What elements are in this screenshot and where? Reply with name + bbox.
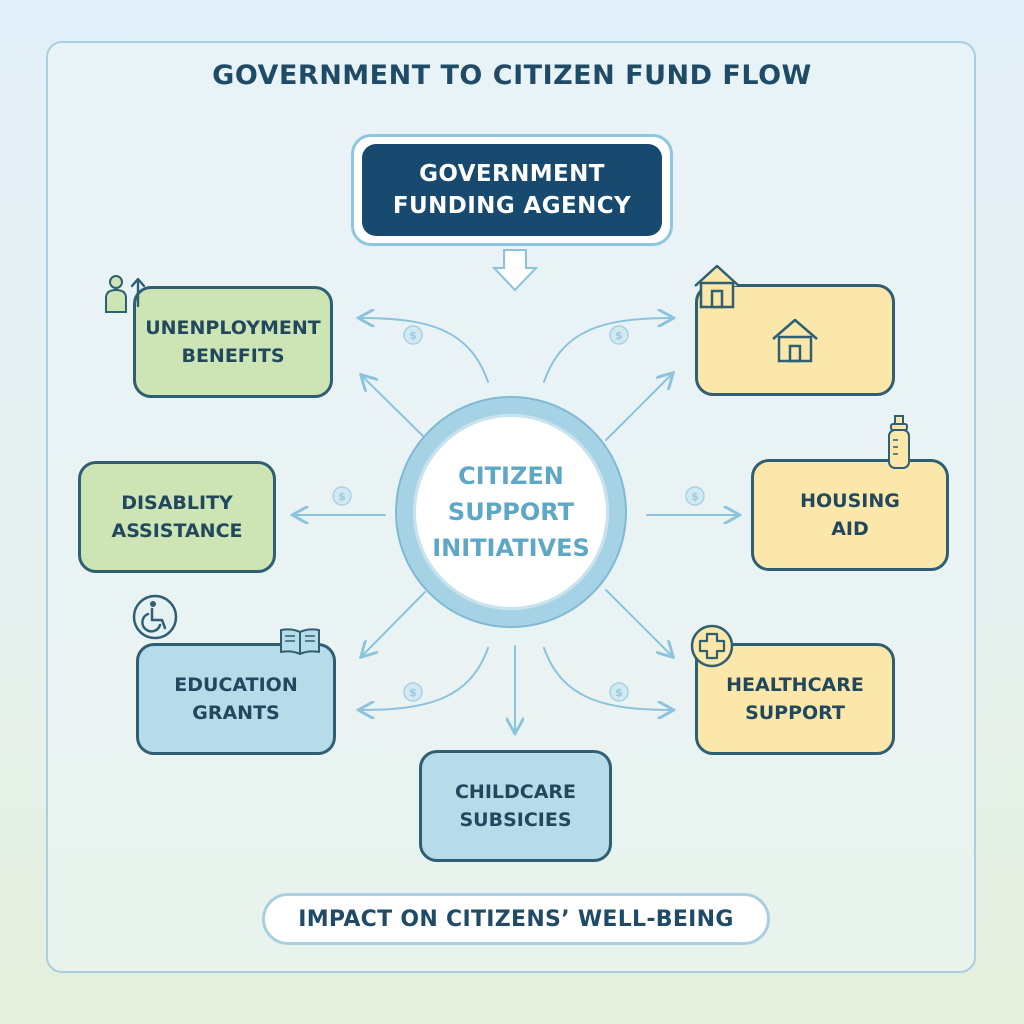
dollar-coin-icon: $ [332, 486, 352, 506]
node-disability-assistance: DISABLITY ASSISTANCE [78, 461, 276, 573]
house-icon [772, 318, 818, 363]
node-label-line1: CHILDCARE [454, 781, 577, 803]
government-funding-agency: GOVERNMENT FUNDING AGENCY [362, 144, 662, 236]
node-label-line2: ASSISTANCE [111, 520, 243, 542]
flow-line [362, 591, 426, 656]
svg-text:$: $ [338, 490, 346, 503]
house-icon [694, 264, 740, 309]
hub-label-line2: SUPPORT [447, 498, 575, 526]
node-education-grants: EDUCATION GRANTS [136, 643, 336, 755]
node-label-line1: HEALTHCARE [726, 674, 864, 696]
dollar-coin-icon: $ [403, 682, 423, 702]
node-label-line1: UNENPLOYMENT [145, 317, 321, 339]
node-label-line1: HOUSING [800, 490, 900, 512]
node-label-line2: GRANTS [192, 702, 280, 724]
dollar-coin-icon: $ [609, 682, 629, 702]
flow-line [543, 647, 672, 710]
flow-line [360, 318, 489, 383]
down-arrow-icon [491, 249, 539, 292]
flow-line [360, 647, 489, 710]
wheelchair-icon [132, 594, 178, 640]
hub-label-line1: CITIZEN [458, 462, 564, 490]
agency-label-line2: FUNDING AGENCY [392, 193, 632, 219]
citizen-support-hub: CITIZEN SUPPORT INITIATIVES [413, 414, 609, 610]
flow-line [605, 589, 672, 656]
node-label-line2: SUPPORT [745, 702, 845, 724]
medical-cross-icon [690, 624, 734, 668]
svg-text:$: $ [615, 686, 623, 699]
node-unemployment-benefits: UNENPLOYMENT BENEFITS [133, 286, 333, 398]
flow-line [605, 374, 672, 441]
node-label-line2: SUBSICIES [459, 809, 572, 831]
baby-bottle-icon [888, 415, 910, 469]
node-label-line2: BENEFITS [181, 345, 285, 367]
agency-label-line1: GOVERNMENT [419, 161, 605, 187]
dollar-coin-icon: $ [403, 325, 423, 345]
dollar-coin-icon: $ [609, 325, 629, 345]
person-up-arrow-icon [105, 275, 146, 313]
hub-label-line3: INITIATIVES [432, 534, 590, 562]
node-label-line2: AID [831, 518, 869, 540]
book-icon [280, 628, 320, 655]
svg-text:$: $ [409, 686, 417, 699]
node-healthcare-support: HEALTHCARE SUPPORT [695, 643, 895, 755]
node-label-line1: EDUCATION [174, 674, 298, 696]
diagram-title: GOVERNMENT TO CITIZEN FUND FLOW [212, 60, 812, 91]
flow-line [362, 376, 426, 439]
node-housing-aid: HOUSING AID [751, 459, 949, 571]
svg-text:$: $ [409, 329, 417, 342]
svg-text:$: $ [691, 490, 699, 503]
flow-line [543, 318, 672, 383]
node-childcare-subsidies: CHILDCARE SUBSICIES [419, 750, 612, 862]
node-label-line1: DISABLITY [121, 492, 233, 514]
impact-banner: IMPACT ON CITIZENS’ WELL-BEING [262, 893, 770, 945]
dollar-coin-icon: $ [685, 486, 705, 506]
svg-text:$: $ [615, 329, 623, 342]
